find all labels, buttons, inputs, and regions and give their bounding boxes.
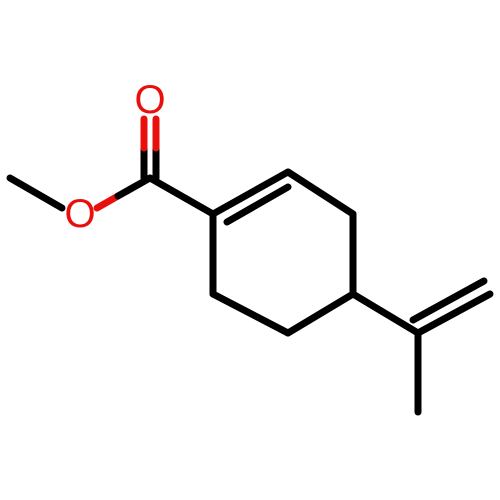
bond-methyl-c <box>6 174 66 212</box>
carbonyl-oxygen-label: O <box>134 78 165 122</box>
bond-ring-c5-c6 <box>209 290 292 337</box>
bond-isopropenyl-double-inner <box>409 277 488 324</box>
ester-oxygen-label: O <box>64 192 95 236</box>
bond-carbonyl-ring <box>146 174 217 218</box>
bond-ring-c2-c3 <box>284 168 357 218</box>
bond-c4-isopropenyl <box>349 290 422 337</box>
bond-o-ester-red-part <box>93 192 122 212</box>
bond-ring-c4-c5 <box>284 290 357 337</box>
bond-ring-c1-c2-inner <box>223 183 292 226</box>
bond-ring-c1-c2 <box>209 168 292 218</box>
bond-isopropenyl-double-outer <box>414 290 494 337</box>
